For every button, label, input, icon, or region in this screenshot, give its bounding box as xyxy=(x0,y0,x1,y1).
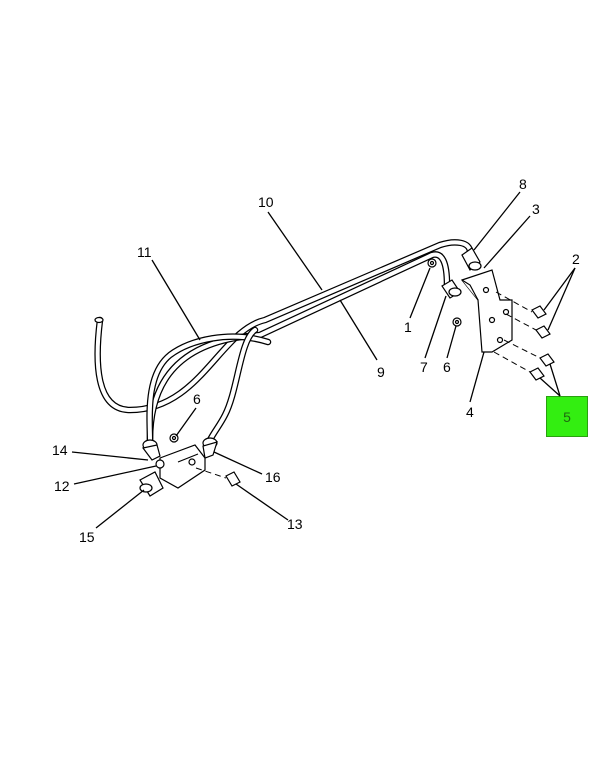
tube-open-end xyxy=(94,316,104,324)
leader-13 xyxy=(235,483,289,521)
callout-6-left[interactable]: 6 xyxy=(193,391,201,407)
callout-2[interactable]: 2 xyxy=(572,251,580,267)
leader-16 xyxy=(213,451,263,475)
callout-8[interactable]: 8 xyxy=(519,176,527,192)
mounting-bracket xyxy=(460,269,513,353)
callout-15[interactable]: 15 xyxy=(79,529,95,545)
tube-long-lower xyxy=(146,251,451,444)
callout-4[interactable]: 4 xyxy=(466,404,474,420)
fitting-elbow-8 xyxy=(461,247,482,271)
tube-11-loop xyxy=(146,333,272,444)
highlighted-callout-5-label[interactable]: 5 xyxy=(563,409,571,425)
callout-6-right[interactable]: 6 xyxy=(443,359,451,375)
bolt-13 xyxy=(195,467,241,487)
leader-6-left xyxy=(175,407,197,437)
leader-11 xyxy=(151,259,201,341)
callout-1[interactable]: 1 xyxy=(404,319,412,335)
fitting-elbow-14 xyxy=(141,439,161,461)
fitting-16 xyxy=(202,437,218,459)
callout-3[interactable]: 3 xyxy=(532,201,540,217)
callout-14[interactable]: 14 xyxy=(52,442,68,458)
leader-3 xyxy=(483,215,531,269)
leader-5-a xyxy=(549,363,561,397)
leader-2-b xyxy=(547,267,576,331)
bolt-2-upper xyxy=(495,291,547,319)
leader-2-a xyxy=(543,267,576,311)
leader-6-right xyxy=(446,325,457,359)
valve-body xyxy=(159,444,206,489)
callout-13[interactable]: 13 xyxy=(287,516,303,532)
callout-9[interactable]: 9 xyxy=(377,364,385,380)
leader-10 xyxy=(267,211,323,291)
callout-11[interactable]: 11 xyxy=(137,244,152,260)
leader-1 xyxy=(409,267,431,319)
washer-1 xyxy=(427,258,437,268)
leader-4 xyxy=(469,351,485,403)
fitting-12 xyxy=(155,459,165,469)
tube-long-upper xyxy=(94,239,474,414)
leader-14 xyxy=(71,451,149,461)
bolt-2-lower xyxy=(505,313,551,339)
tube-to-elbow-16 xyxy=(206,326,259,444)
leader-15 xyxy=(95,489,145,529)
callout-16[interactable]: 16 xyxy=(265,469,281,485)
leader-7 xyxy=(424,295,447,359)
fitting-15 xyxy=(139,471,164,497)
leader-12 xyxy=(73,465,157,485)
washer-6-right xyxy=(452,317,462,327)
callout-10[interactable]: 10 xyxy=(258,194,274,210)
callout-7[interactable]: 7 xyxy=(420,359,428,375)
bolt-5-lower xyxy=(493,351,545,381)
highlighted-callout-5-box[interactable] xyxy=(546,396,588,437)
bolt-5-upper xyxy=(503,339,555,367)
leader-8 xyxy=(473,191,521,251)
leader-5-b xyxy=(539,377,561,397)
callout-12[interactable]: 12 xyxy=(54,478,70,494)
leader-9 xyxy=(339,299,378,361)
fitting-elbow-7 xyxy=(441,279,462,299)
